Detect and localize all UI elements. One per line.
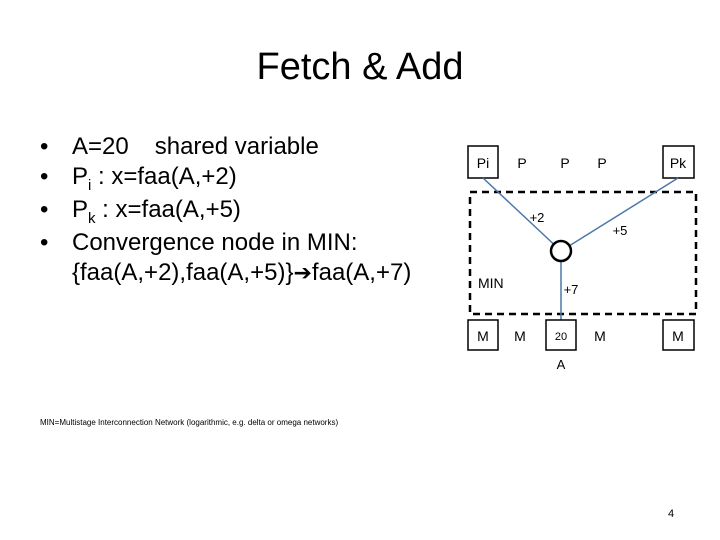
footnote: MIN=Multistage Interconnection Network (… <box>40 418 339 427</box>
bullet-dot: • <box>40 163 49 190</box>
processor-box-pk <box>662 145 695 179</box>
link-pk-to-switch <box>560 177 679 252</box>
bullet-dot: • <box>40 229 49 256</box>
processor-label: P <box>560 155 569 171</box>
bullet-text-result-op: faa(A,+7) <box>311 259 412 286</box>
bullet-item-pk: • Pk : x=faa(A,+5) <box>40 195 460 228</box>
bullet-item-convergence: • Convergence node in MIN: <box>40 228 460 258</box>
bullet-text-pk-rest: : x=faa(A,+5) <box>95 196 241 223</box>
processor-label-pk: Pk <box>670 155 687 171</box>
op-label-plus5: +5 <box>613 223 628 238</box>
memory-box <box>662 319 695 351</box>
convergence-switch-node <box>549 239 573 263</box>
bullet-text-combined-ops: {faa(A,+2),faa(A,+5)} <box>72 259 294 286</box>
bullet-text-shared: shared variable <box>154 133 319 160</box>
processor-label-pi: Pi <box>477 155 489 171</box>
bullet-dot: • <box>40 196 49 223</box>
link-pi-to-switch <box>482 177 562 252</box>
memory-name-a: A <box>557 357 566 372</box>
op-label-plus2: +2 <box>530 210 545 225</box>
bullet-list: • A=20 shared variable • Pi : x=faa(A,+2)… <box>40 132 460 288</box>
bullet-text-pk-p: P <box>72 196 89 223</box>
memory-label: M <box>514 328 526 344</box>
memory-label: M <box>672 328 684 344</box>
processor-label: P <box>517 155 526 171</box>
bullet-dot: • <box>40 133 49 160</box>
slide-title: Fetch & Add <box>256 46 464 88</box>
memory-value-a: 20 <box>555 331 567 343</box>
processor-label: P <box>597 155 606 171</box>
memory-box-a <box>545 319 577 351</box>
bullet-item-shared-variable: • A=20 shared variable <box>40 132 460 162</box>
bullet-text-pk-sub: k <box>88 210 96 227</box>
bullet-item-pi: • Pi : x=faa(A,+2) <box>40 162 460 195</box>
bullet-text-pi-p: P <box>72 163 89 190</box>
memory-box <box>467 319 499 351</box>
bullet-text-pi-rest: : x=faa(A,+2) <box>91 163 237 190</box>
memory-label: M <box>477 328 489 344</box>
bullet-continuation: {faa(A,+2),faa(A,+5)}➔faa(A,+7) <box>40 258 460 288</box>
min-label: MIN <box>478 275 504 291</box>
min-network-region <box>468 190 698 316</box>
bullet-text-a: A=20 <box>72 133 129 160</box>
processor-box-pi <box>467 145 499 179</box>
bullet-text-convergence: Convergence node in MIN: <box>72 229 358 256</box>
page-number: 4 <box>668 508 675 520</box>
bullet-text-pi-sub: i <box>88 177 92 194</box>
op-label-plus7: +7 <box>564 282 579 297</box>
memory-label: M <box>594 328 606 344</box>
right-arrow-icon: ➔ <box>293 260 312 285</box>
